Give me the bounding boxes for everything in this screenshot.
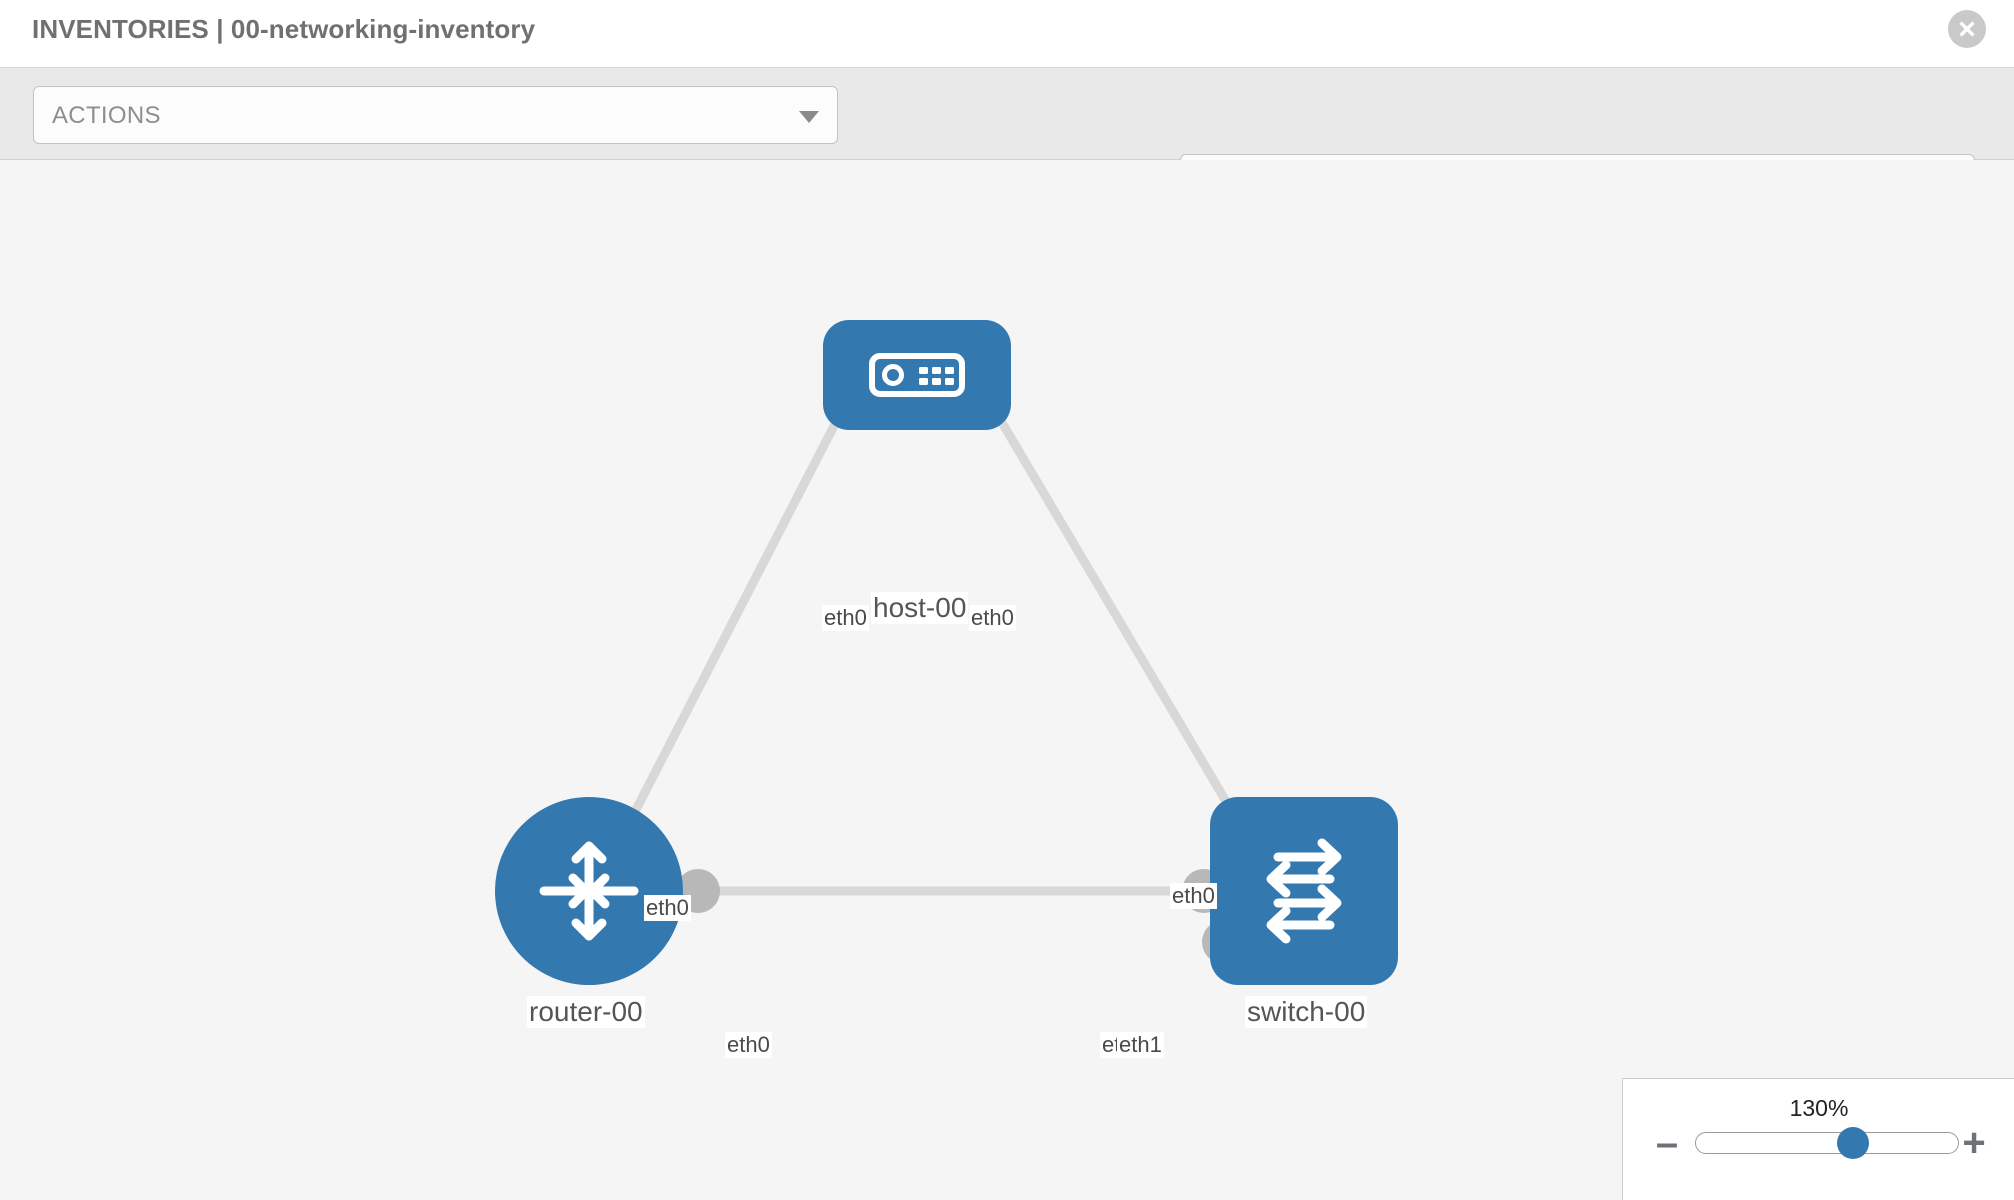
interface-label-router00-up: eth0 xyxy=(644,895,691,921)
zoom-control-panel: 130% – + xyxy=(1622,1078,2014,1200)
interface-label-host00-left: eth0 xyxy=(822,605,869,631)
interface-label-switch00-up: eth0 xyxy=(1170,883,1217,909)
page-title: INVENTORIES | 00-networking-inventory xyxy=(32,14,536,44)
topology-node-label-router-00: router-00 xyxy=(527,996,645,1028)
page-header: INVENTORIES | 00-networking-inventory xyxy=(0,0,2014,68)
topology-node-router-00[interactable] xyxy=(495,797,683,985)
topology-node-host-00[interactable] xyxy=(823,320,1011,430)
link-host00-router00 xyxy=(606,357,872,863)
topology-node-label-switch-00: switch-00 xyxy=(1245,996,1368,1028)
topology-node-label-host-00: host-00 xyxy=(871,592,969,624)
zoom-in-button[interactable]: + xyxy=(1962,1121,1986,1165)
router-arrows-icon xyxy=(495,797,683,985)
close-icon[interactable] xyxy=(1948,10,1986,48)
topology-links xyxy=(606,357,1244,896)
zoom-level-value: 130% xyxy=(1789,1095,1849,1121)
zoom-slider-track[interactable] xyxy=(1695,1132,1959,1154)
topology-canvas[interactable]: host-00 xyxy=(0,160,2014,1200)
zoom-out-button[interactable]: – xyxy=(1655,1121,1679,1165)
interface-label-router00-right: eth0 xyxy=(725,1032,772,1058)
interface-label-switch00-left: eth1 xyxy=(1117,1032,1164,1058)
actions-dropdown[interactable]: ACTIONS xyxy=(33,86,838,144)
interface-label-host00-right: eth0 xyxy=(969,605,1016,631)
switch-arrows-icon xyxy=(1210,797,1398,985)
chevron-down-icon xyxy=(799,111,819,123)
actions-dropdown-label: ACTIONS xyxy=(52,102,161,129)
link-host00-switch00 xyxy=(961,357,1244,828)
toolbar: ACTIONS SEARCH xyxy=(0,68,2014,212)
topology-node-switch-00[interactable] xyxy=(1210,797,1398,985)
zoom-slider-thumb[interactable] xyxy=(1837,1127,1870,1159)
server-icon xyxy=(823,320,1011,430)
